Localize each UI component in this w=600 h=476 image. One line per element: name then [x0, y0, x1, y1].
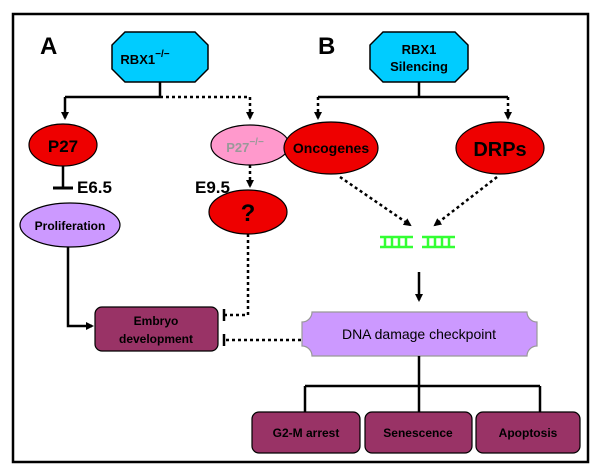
- unknown-inhibits-embryo: [225, 234, 250, 317]
- p27-node: P27: [28, 123, 98, 167]
- proliferation-node: Proliferation: [19, 202, 121, 248]
- p27-label: P27: [48, 137, 78, 156]
- rbx1-silencing-line1: RBX1: [402, 42, 437, 57]
- arrow-oncogenes-to-dna: [339, 175, 412, 227]
- panel-a-label: A: [40, 33, 57, 60]
- broken-dna-icon: [380, 235, 455, 249]
- embryo-development-node: Embryo development: [94, 306, 219, 352]
- drps-node: DRPs: [455, 121, 545, 175]
- rbx1-knockout-superscript: −/−: [155, 49, 170, 60]
- apoptosis-label: Apoptosis: [499, 426, 558, 440]
- senescence-label: Senescence: [383, 426, 453, 440]
- rbx1-silencing-node: RBX1 Silencing: [369, 31, 469, 83]
- g2m-arrest-label: G2-M arrest: [273, 426, 340, 440]
- panel-b-label: B: [318, 33, 335, 60]
- dna-damage-checkpoint-node: DNA damage checkpoint: [301, 311, 538, 357]
- embryo-development-line1: Embryo: [134, 314, 179, 328]
- oncogenes-node: Oncogenes: [283, 121, 379, 175]
- dna-damage-checkpoint-label: DNA damage checkpoint: [342, 326, 496, 342]
- g2m-arrest-node: G2-M arrest: [251, 411, 361, 454]
- svg-text:P27−/−: P27−/−: [226, 137, 264, 155]
- svg-text:RBX1−/−: RBX1−/−: [120, 49, 169, 67]
- rbx1-knockout-label: RBX1: [120, 52, 155, 67]
- embryo-development-line2: development: [119, 332, 193, 346]
- senescence-node: Senescence: [364, 411, 473, 454]
- rbx1-knockout-node: RBX1−/−: [111, 31, 209, 83]
- stage-e65-label: E6.5: [77, 178, 112, 197]
- proliferation-label: Proliferation: [35, 219, 106, 233]
- unknown-factor-label: ?: [241, 200, 256, 227]
- p27-knockout-node: P27−/−: [210, 124, 290, 166]
- p27-knockout-label: P27: [226, 140, 249, 155]
- arrow-proliferation-to-embryo: [66, 247, 94, 330]
- arrow-drps-to-dna: [433, 176, 498, 227]
- stage-e95-label: E9.5: [195, 178, 230, 197]
- rbx1-silencing-line2: Silencing: [390, 59, 448, 74]
- oncogenes-label: Oncogenes: [293, 140, 369, 156]
- unknown-factor-node: ?: [208, 189, 288, 235]
- apoptosis-node: Apoptosis: [475, 411, 581, 454]
- drps-label: DRPs: [473, 139, 526, 161]
- p27-knockout-superscript: −/−: [249, 137, 264, 148]
